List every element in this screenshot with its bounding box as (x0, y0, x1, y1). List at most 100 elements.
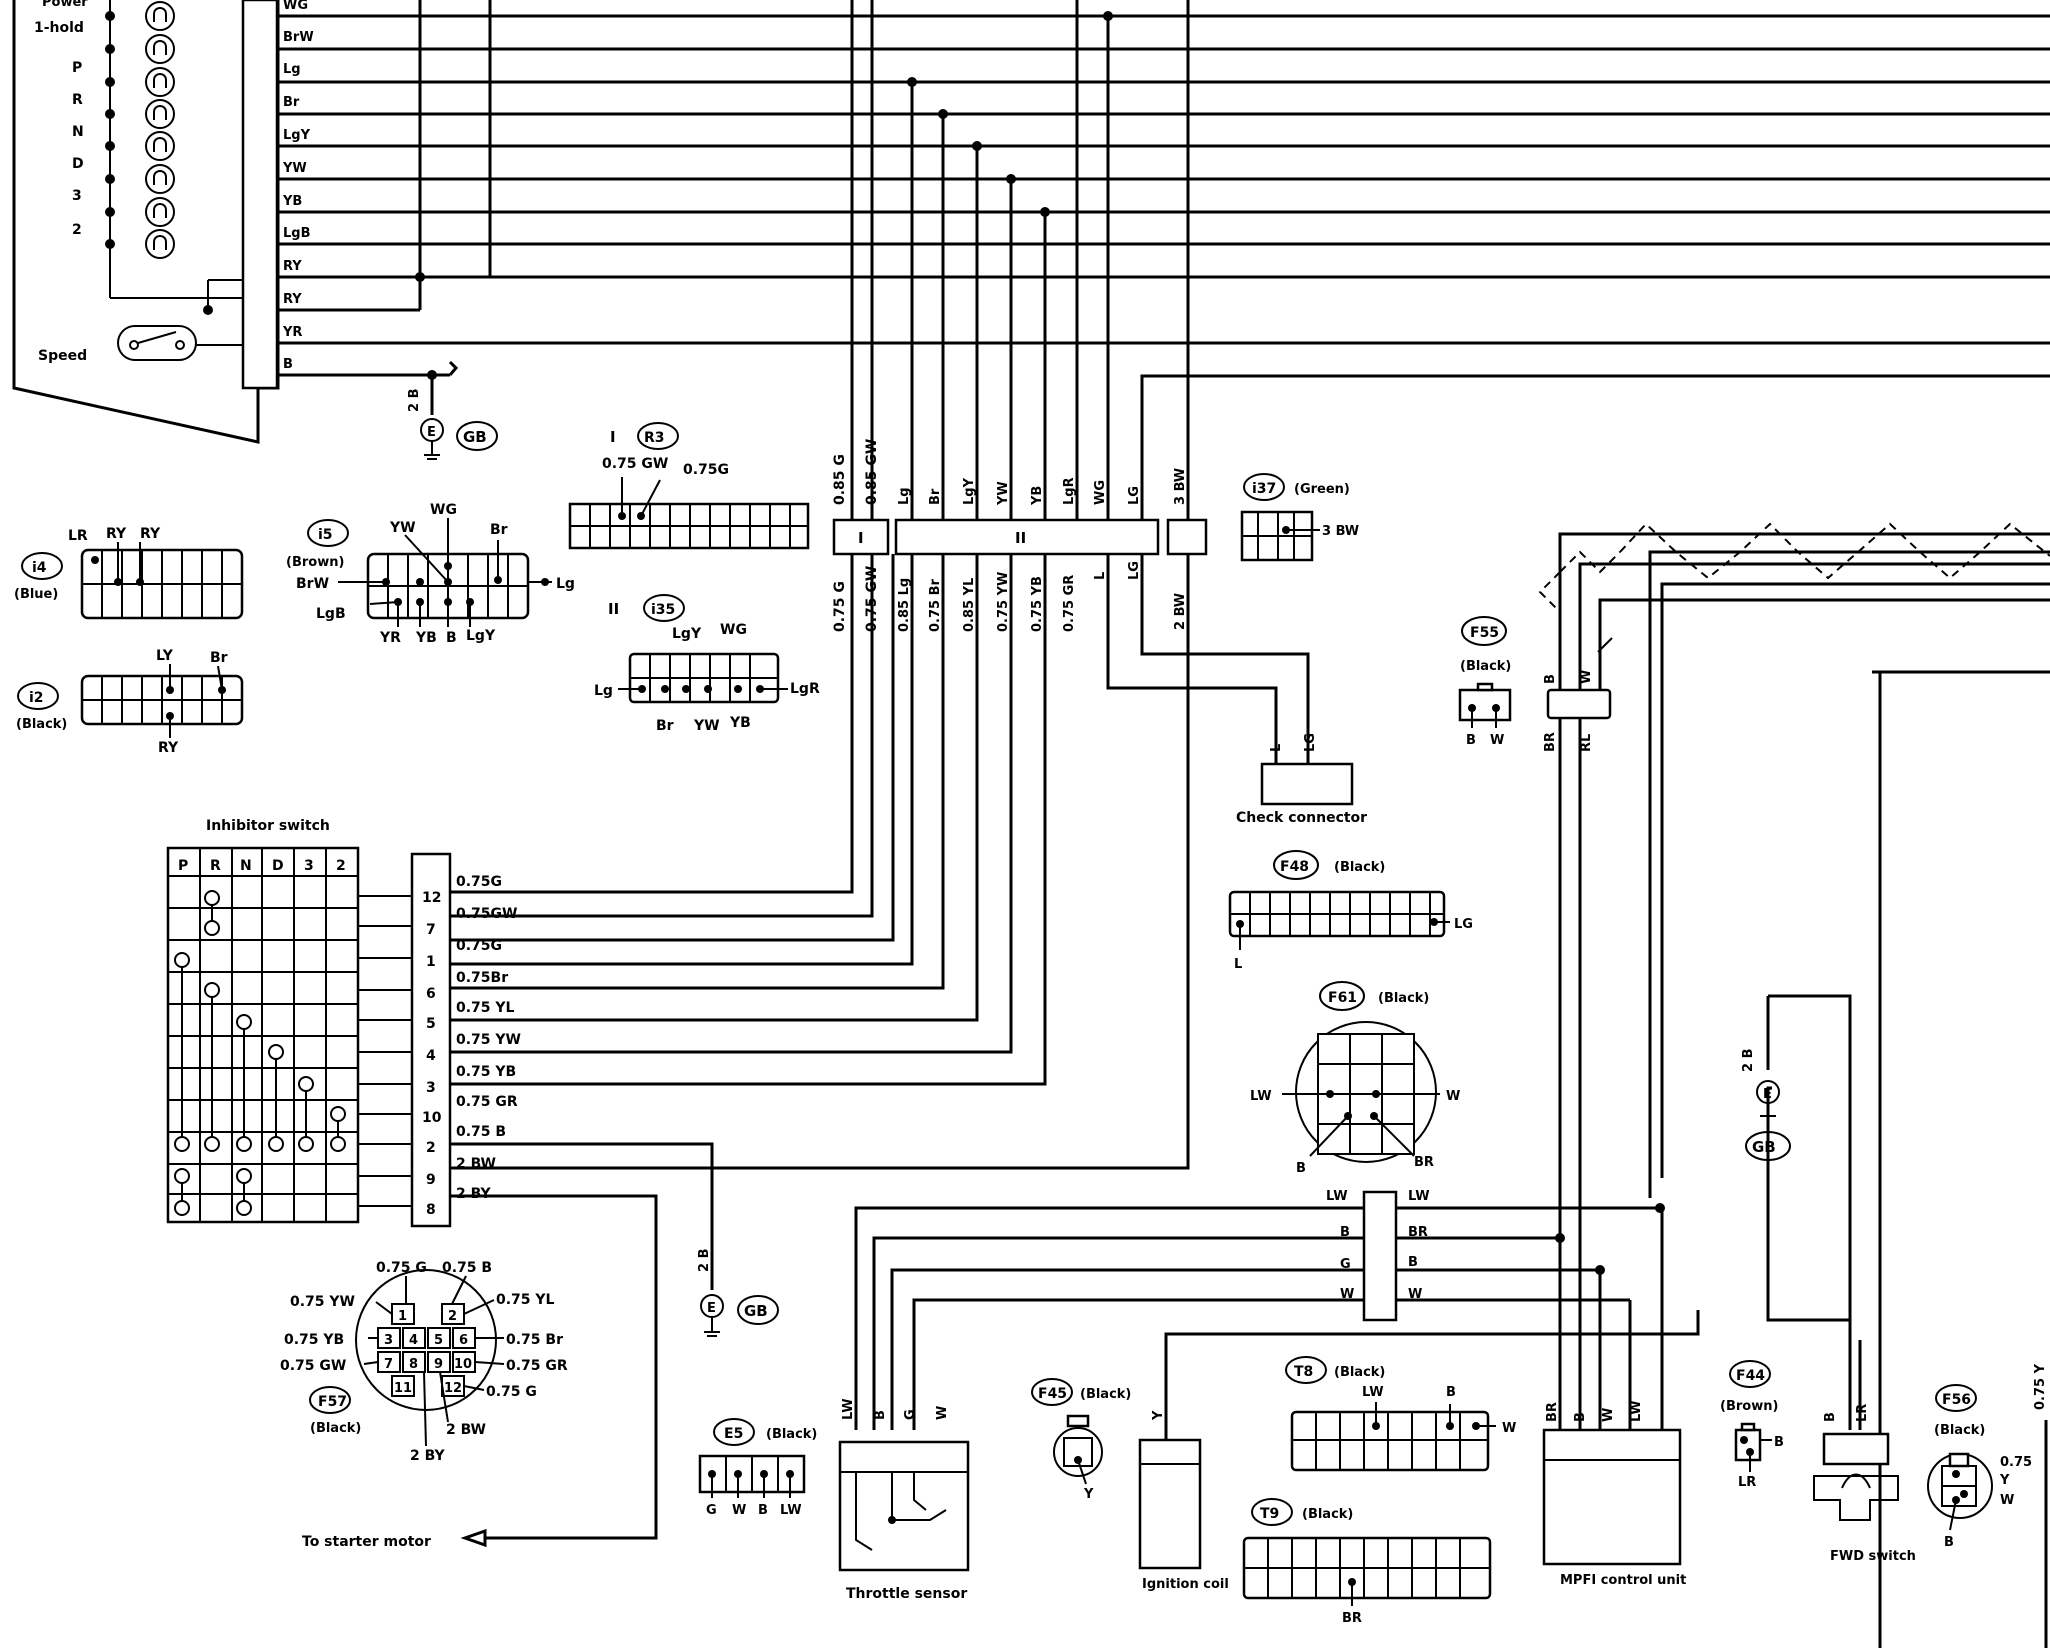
svg-text:0.75 Y: 0.75 Y (2033, 1363, 2048, 1410)
svg-text:i4: i4 (32, 560, 47, 576)
svg-text:RY: RY (106, 526, 127, 542)
svg-text:LgR: LgR (1062, 477, 1077, 505)
svg-text:(Black): (Black) (1378, 991, 1429, 1006)
connector-i37: i37 (Green) 3 BW (1240, 473, 1359, 562)
svg-text:0.75GW: 0.75GW (456, 906, 517, 922)
ignition-coil: Y Ignition coil (1138, 1410, 1229, 1592)
throttle-sensor: LW B G W Throttle sensor (838, 1398, 970, 1602)
svg-text:(Blue): (Blue) (14, 587, 58, 602)
svg-text:i37: i37 (1252, 481, 1276, 497)
svg-text:4: 4 (426, 1048, 436, 1064)
svg-text:Y: Y (1999, 1473, 2010, 1488)
svg-text:E: E (427, 425, 436, 440)
connector-i35: II i35 LgY WG Lg LgR Br YW YB (594, 594, 820, 734)
svg-text:LgY: LgY (672, 626, 702, 642)
svg-text:E5: E5 (724, 1426, 743, 1442)
connector-f45: F45 (Black) Y (1031, 1378, 1131, 1502)
svg-text:0.75 G: 0.75 G (832, 581, 848, 632)
svg-text:0.75 GR: 0.75 GR (506, 1358, 568, 1374)
svg-text:(Black): (Black) (16, 717, 67, 732)
svg-text:0.75 GR: 0.75 GR (1062, 575, 1077, 632)
ground-gb-right: 2 B E GB (1741, 994, 1852, 1330)
svg-text:B: B (1296, 1161, 1306, 1176)
svg-text:B: B (1408, 1255, 1418, 1270)
svg-text:W: W (1490, 733, 1504, 748)
svg-text:F48: F48 (1280, 859, 1309, 875)
svg-text:0.75 Br: 0.75 Br (928, 578, 943, 632)
svg-text:2 BW: 2 BW (446, 1422, 486, 1438)
svg-text:9: 9 (434, 1357, 443, 1372)
svg-text:BR: BR (1342, 1611, 1362, 1626)
shield-harness (1538, 522, 2050, 1198)
svg-text:0.75 B: 0.75 B (442, 1260, 492, 1276)
svg-text:YB: YB (1030, 486, 1045, 506)
combination-switch-panel: Power 1-hold P R N D 3 2 Speed WG BrW Lg… (12, 0, 314, 444)
svg-text:II: II (608, 600, 619, 618)
connector-f56: F56 (Black) 0.75 Y W B (1927, 1384, 2032, 1550)
svg-text:Inhibitor switch: Inhibitor switch (206, 818, 330, 834)
svg-text:F45: F45 (1038, 1386, 1067, 1402)
svg-text:WG: WG (430, 502, 457, 518)
svg-text:2 BY: 2 BY (410, 1448, 446, 1464)
svg-text:LgR: LgR (790, 681, 820, 697)
svg-text:Check connector: Check connector (1236, 810, 1367, 826)
svg-text:B: B (873, 1410, 888, 1420)
svg-text:T9: T9 (1260, 1506, 1279, 1522)
svg-text:W: W (1340, 1287, 1354, 1302)
connector-f48: F48 (Black) L LG (1228, 850, 1473, 972)
wire-color-label: Br (283, 95, 300, 110)
svg-text:(Black): (Black) (1460, 659, 1511, 674)
svg-text:LW: LW (780, 1503, 802, 1518)
svg-text:Ignition coil: Ignition coil (1142, 1577, 1229, 1592)
wire-color-label: Lg (283, 62, 301, 77)
svg-text:GB: GB (1752, 1138, 1776, 1156)
connector-f44: F44 (Brown) B LR (1720, 1360, 1784, 1490)
position-label-power: Power (42, 0, 88, 10)
svg-text:(Black): (Black) (1334, 1365, 1385, 1380)
svg-text:II: II (1015, 529, 1026, 547)
svg-text:(Black): (Black) (310, 1421, 361, 1436)
inhibitor-switch: Inhibitor switch P R N D 3 2 (166, 818, 521, 1228)
svg-text:2: 2 (426, 1140, 436, 1156)
svg-text:2 BW: 2 BW (456, 1156, 496, 1172)
connector-i5: i5 (Brown) YW WG Br BrW Lg LgB YR YB B L… (286, 502, 575, 646)
svg-text:Br: Br (928, 488, 943, 505)
svg-text:I: I (610, 428, 616, 446)
svg-text:N: N (240, 858, 252, 874)
svg-text:R3: R3 (644, 430, 665, 446)
svg-text:T8: T8 (1294, 1364, 1313, 1380)
svg-text:BR: BR (1543, 732, 1558, 752)
svg-text:0.75 GR: 0.75 GR (456, 1094, 518, 1110)
svg-text:FWD switch: FWD switch (1830, 1549, 1916, 1564)
svg-text:0.75 GW: 0.75 GW (602, 456, 668, 472)
svg-text:1: 1 (398, 1309, 407, 1324)
svg-text:2: 2 (448, 1309, 457, 1324)
svg-text:RY: RY (140, 526, 161, 542)
connector-f61: F61 (Black) LW W B BR (1250, 981, 1460, 1176)
position-label-3: 3 (72, 188, 82, 204)
svg-text:0.75 YL: 0.75 YL (456, 1000, 515, 1016)
svg-text:B: B (758, 1503, 768, 1518)
svg-text:7: 7 (384, 1357, 393, 1372)
svg-text:0.75 YB: 0.75 YB (1030, 576, 1045, 632)
svg-text:YW: YW (996, 481, 1011, 506)
svg-text:0.75 GW: 0.75 GW (280, 1358, 346, 1374)
svg-text:LW: LW (1250, 1089, 1272, 1104)
position-label-r: R (72, 92, 83, 108)
mid-junction: LW B G W LW BR B W (854, 1189, 1700, 1430)
svg-text:(Brown): (Brown) (1720, 1399, 1778, 1414)
svg-text:LG: LG (1127, 486, 1142, 505)
svg-text:i35: i35 (651, 602, 675, 618)
position-label-d: D (72, 156, 84, 172)
svg-text:0.75G: 0.75G (456, 874, 502, 890)
junction-block-i: I 0.85 G 0.85 GW 0.75 G 0.75 GW (832, 0, 890, 632)
indicator-lamps (145, 1, 175, 259)
svg-text:GB: GB (744, 1302, 768, 1320)
svg-text:RY: RY (158, 740, 179, 756)
svg-text:Br: Br (656, 718, 674, 734)
svg-text:12: 12 (422, 890, 441, 906)
junction-block-ii: II Lg Br LgY YW YB LgR WG LG 0.85 Lg 0.7… (894, 0, 2050, 632)
connector-i2: i2 (Black) LY Br RY (16, 648, 244, 756)
svg-text:I: I (858, 529, 864, 547)
svg-text:P: P (178, 858, 188, 874)
